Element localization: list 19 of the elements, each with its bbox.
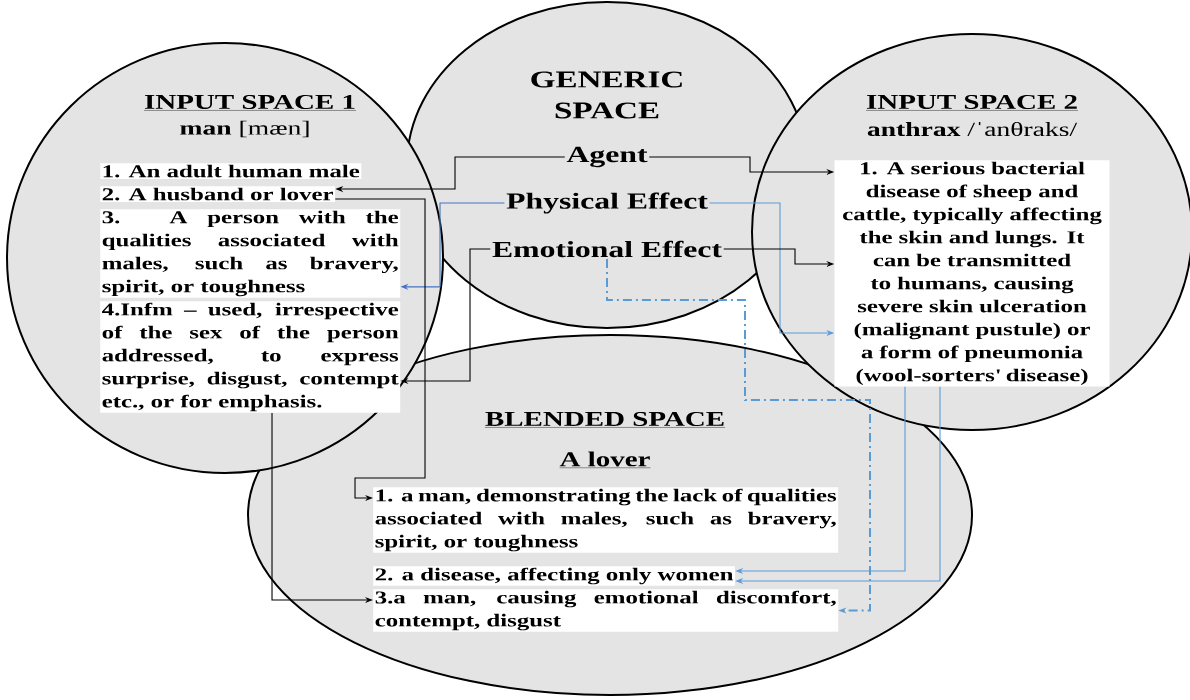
concept-label: Agent	[564, 145, 650, 169]
subheading: A lover	[559, 451, 651, 468]
heading: GENERIC SPACE	[531, 71, 682, 119]
definition-text: 2. A husband or lover	[100, 186, 336, 202]
subheading: man [mæn]	[180, 120, 309, 138]
definition-text: 2. a disease, affecting only women	[373, 566, 735, 586]
arrow	[606, 257, 871, 614]
definition-text: 3. A person with the qualities associated with males, such as bravery, spirit, or toughness	[100, 209, 401, 298]
heading: INPUT SPACE 1	[143, 94, 357, 111]
definition-text: 4.Infm – used, irrespective of the sex of the person addressed, to express surprise, disgust, contempt etc., or for emphasis.	[100, 301, 401, 413]
heading: INPUT SPACE 2	[865, 94, 1079, 111]
definition-text: 3.a man, causing emotional discomfort, contempt, disgust	[373, 589, 839, 632]
concept-label: Physical Effect	[504, 190, 710, 216]
heading: BLENDED SPACE	[484, 411, 726, 428]
definition-text: 1. A serious bacterial disease of sheep and cattle, typically affecting the skin and lungs. It can be transmitted to humans, causing severe skin ulceration (malignant pustule) or a form of pneumonia (wool-sorters' disease)	[834, 160, 1110, 387]
subheading: anthrax /ˈanθraks/	[867, 121, 1078, 137]
definition-text: 1. An adult human male	[100, 163, 362, 179]
definition-text: 1. a man, demonstrating the lack of qualities associated with males, such as bravery, spirit, or toughness	[373, 487, 839, 553]
concept-label: Emotional Effect	[490, 239, 724, 259]
